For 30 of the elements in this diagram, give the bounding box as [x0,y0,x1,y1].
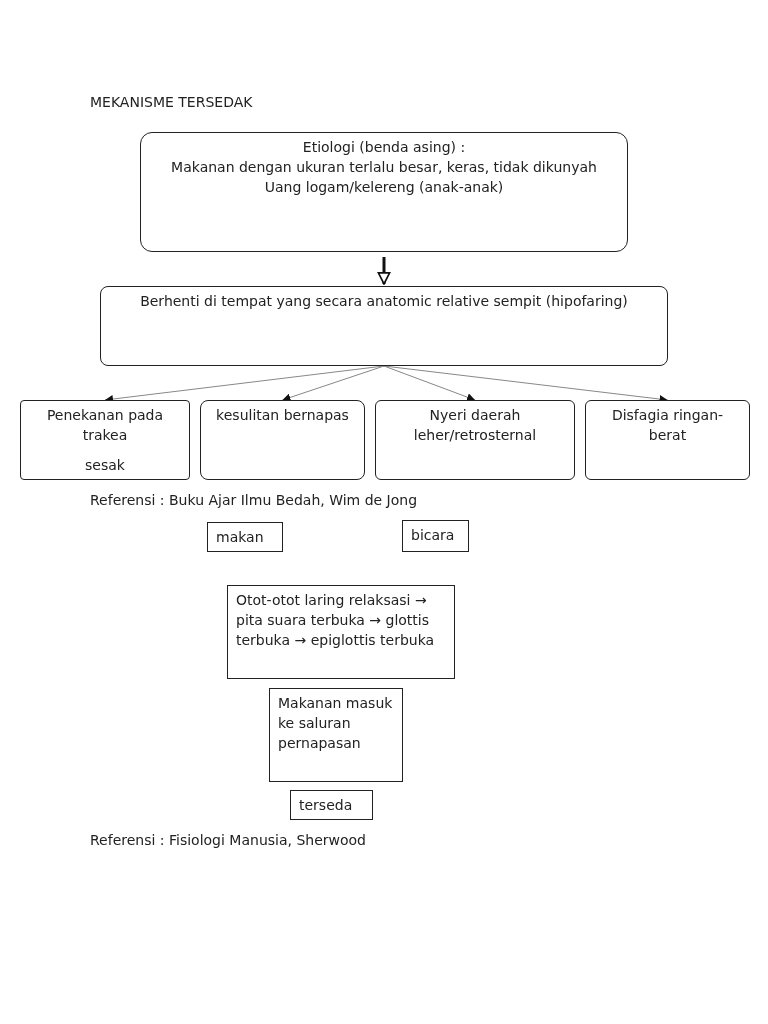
box-text: Disfagia ringan-berat [610,406,725,445]
box-text: Makanan dengan ukuran terlalu besar, keras, tidak dikunyah [170,158,598,177]
box-text: kesulitan bernapas [215,406,350,425]
box-text: terseda [299,796,354,815]
box-text: Otot-otot laring relaksasi → pita suara terbuka → glottis terbuka → epiglottis terbuka [236,591,436,650]
box-text: Nyeri daerah leher/retrosternal [412,406,538,445]
process-box [227,585,455,679]
process-box [375,400,575,480]
process-box [20,400,190,480]
box-text: Berhenti di tempat yang secara anatomic relative sempit (hipofaring) [139,292,629,311]
process-box [140,132,628,252]
process-box [100,286,668,366]
box-text: bicara [411,526,456,545]
box-text: sesak [84,456,126,475]
box-text: Makanan masuk ke saluran pernapasan [278,694,394,753]
box-text: Uang logam/kelereng (anak-anak) [263,178,505,197]
process-box [290,790,373,820]
process-box [402,520,469,552]
box-text: Etiologi (benda asing) : [301,138,467,157]
box-text: makan [216,528,265,547]
process-box [200,400,365,480]
box-text: Penekanan pada trakea [45,406,165,445]
arrow [377,257,391,285]
process-box [585,400,750,480]
process-box [269,688,403,782]
process-box [207,522,283,552]
arrow [282,365,385,402]
reference-note: Referensi : Buku Ajar Ilmu Bedah, Wim de Jong [90,492,418,508]
diagram-title: MEKANISME TERSEDAK [90,94,253,110]
reference-note: Referensi : Fisiologi Manusia, Sherwood [90,832,366,848]
